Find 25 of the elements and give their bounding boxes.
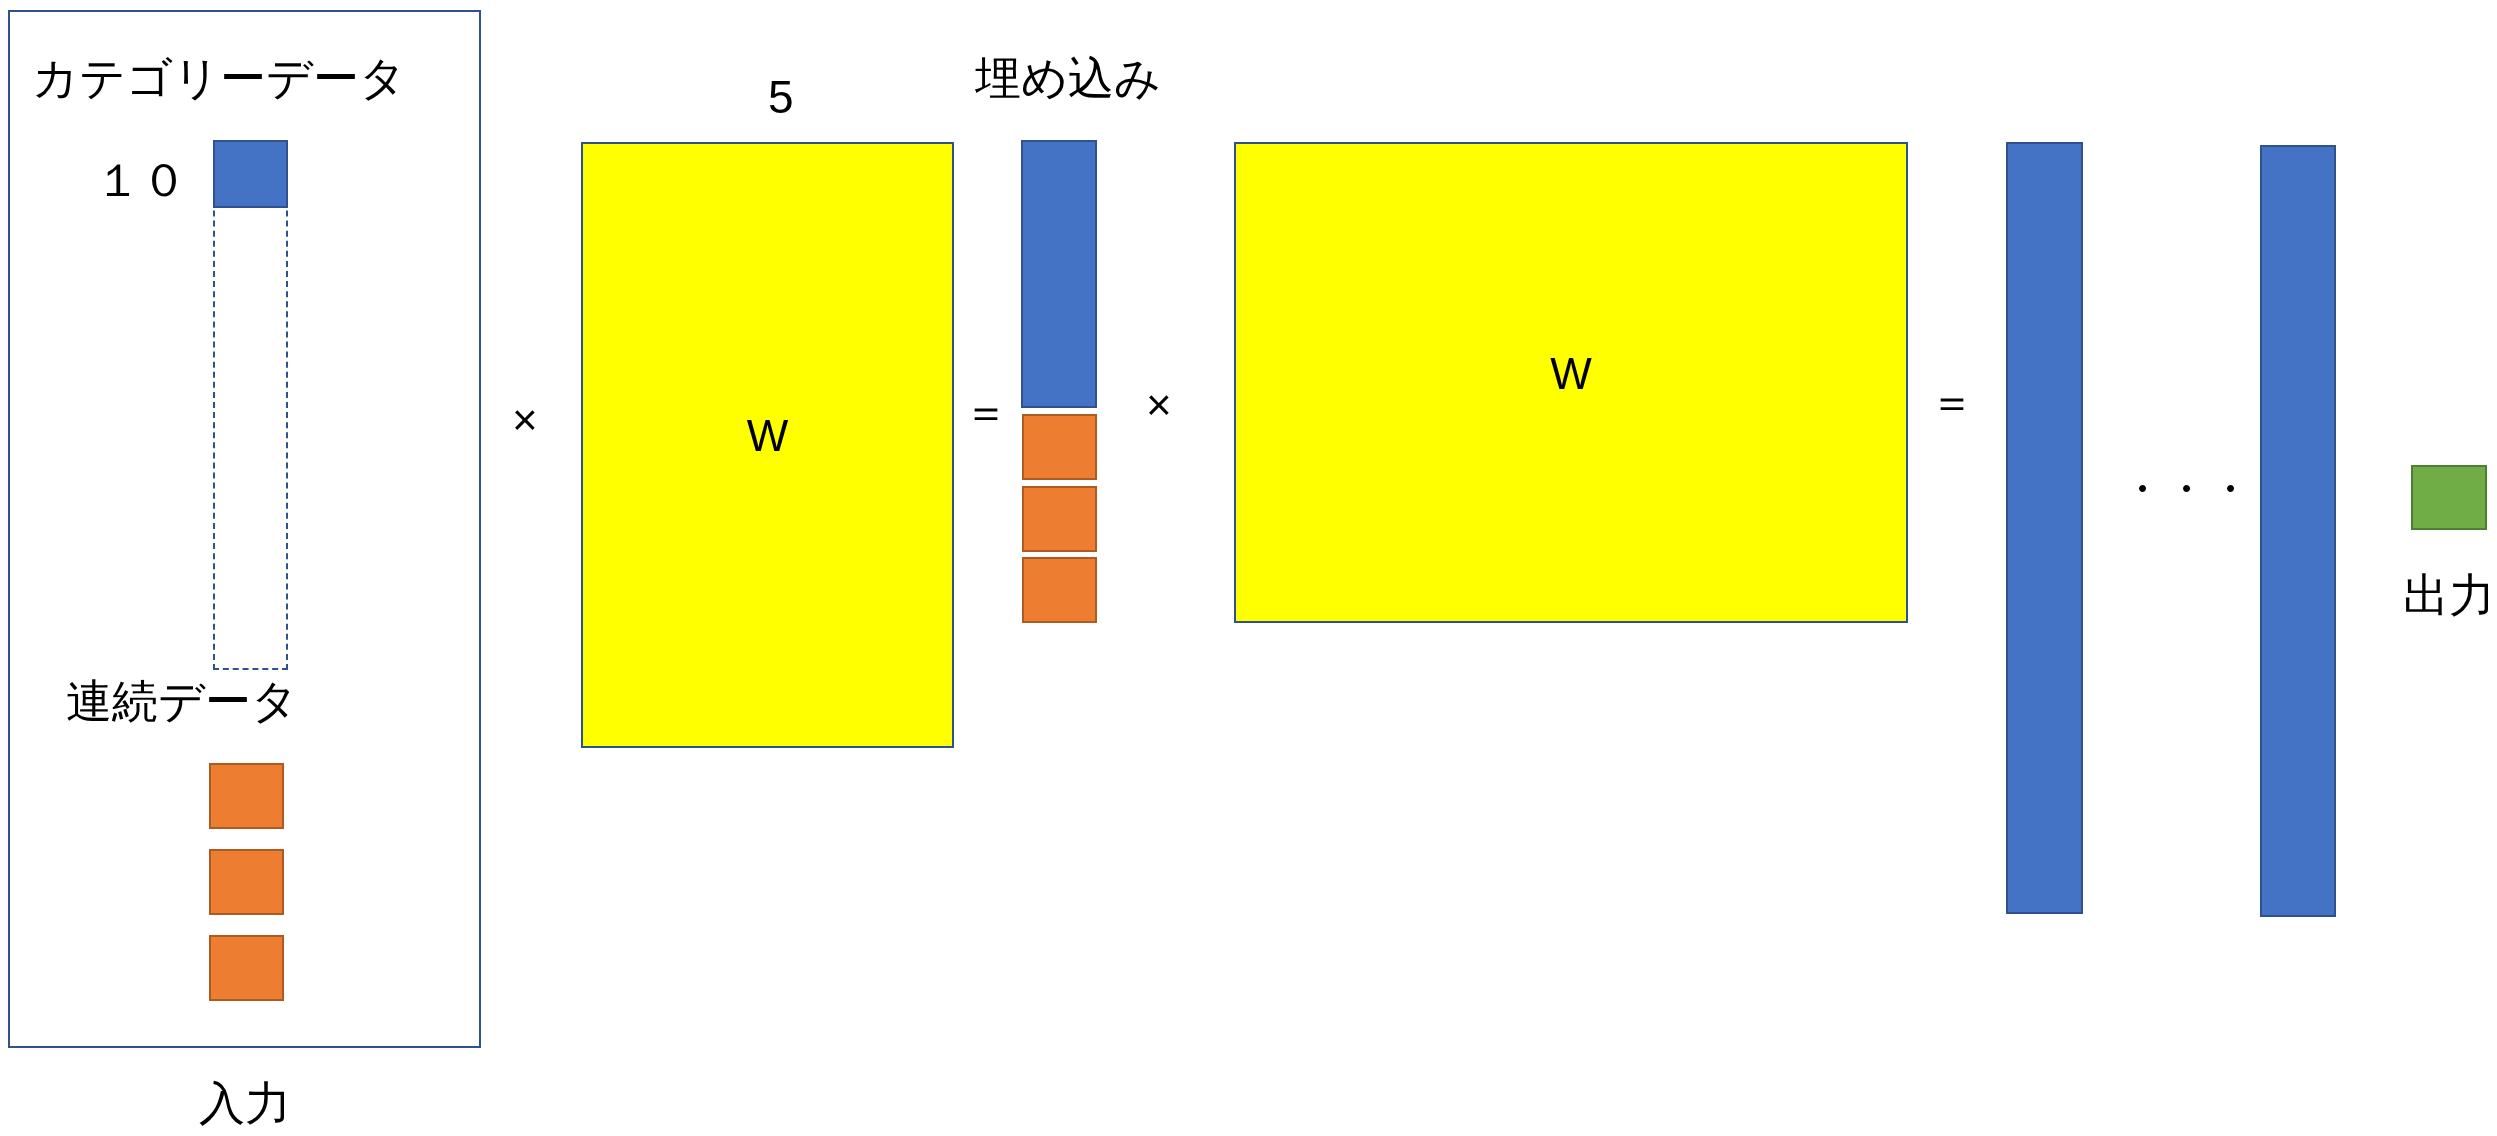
ellipsis: ・・・ [2120,467,2252,511]
dimension-label: 5 [768,74,794,120]
embedding-bar [1021,140,1097,408]
continuous-cell [209,849,284,915]
hidden-layer-bar [2260,145,2336,917]
category-cell [213,140,288,208]
node-label: 入力 [198,1080,291,1126]
embedding-label: 埋め込み [975,55,1161,101]
hidden-layer-bar [2006,142,2083,914]
continuous-data-label: 連続データ [66,678,298,724]
category-data-label: カテゴリーデータ [32,55,406,101]
continuous-cell [1022,414,1097,480]
dimension-label: １０ [95,157,187,203]
continuous-cell [209,763,284,829]
multiply-sign: × [1146,383,1172,427]
equals-sign: ＝ [1930,380,1974,424]
matrix-label: W [746,414,789,459]
weight-matrix [1234,142,1908,623]
node-label: 出力 [2403,572,2495,618]
continuous-cell [209,935,284,1001]
equals-sign: ＝ [964,390,1008,434]
continuous-cell [1022,557,1097,623]
continuous-cell [1022,486,1097,552]
multiply-sign: × [512,398,538,442]
matrix-label: W [1550,351,1592,396]
